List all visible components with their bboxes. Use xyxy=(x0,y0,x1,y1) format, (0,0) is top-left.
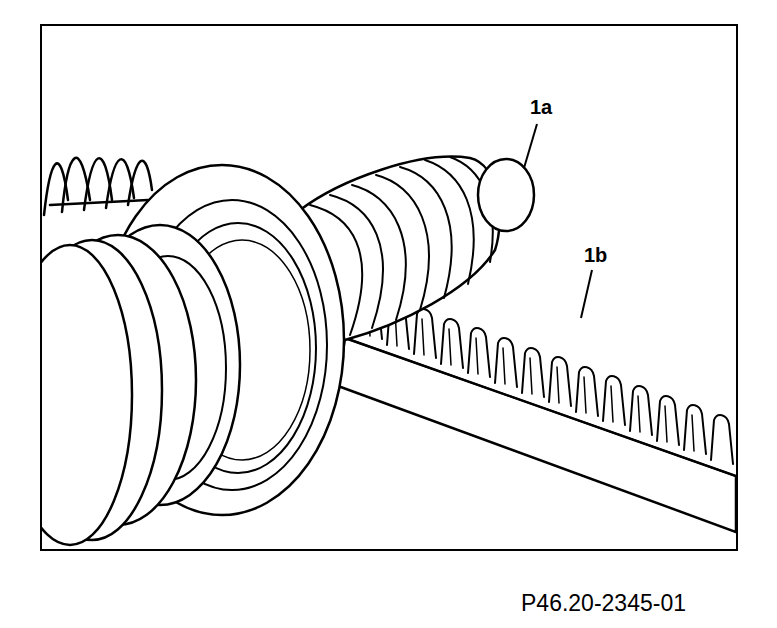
coil-spring xyxy=(44,158,152,215)
callout-number: 1a xyxy=(530,96,552,118)
pinion-cap xyxy=(478,159,534,231)
figure-frame xyxy=(41,25,737,550)
figure-code: P46.20-2345-01 xyxy=(521,591,686,616)
leader-line xyxy=(581,270,592,318)
leader-line xyxy=(524,124,537,168)
callout-number: 1b xyxy=(584,244,607,266)
boot-rings xyxy=(42,225,240,545)
rack xyxy=(338,290,736,532)
